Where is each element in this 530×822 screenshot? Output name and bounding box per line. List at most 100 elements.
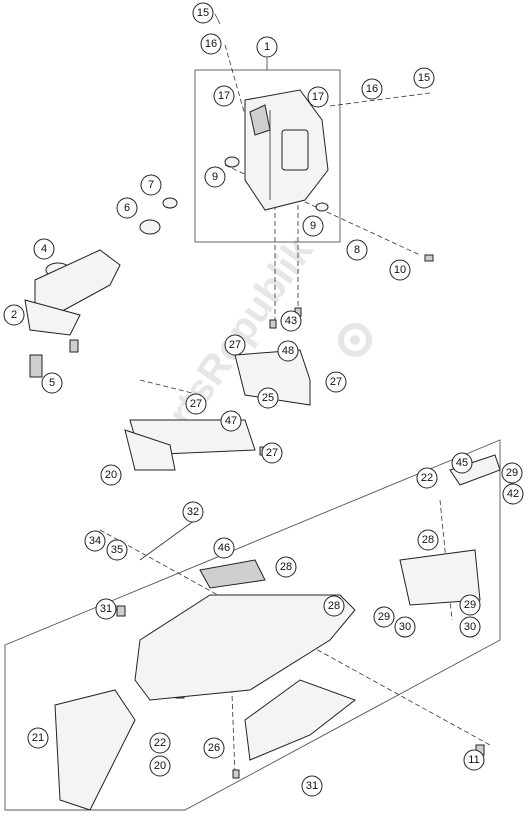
svg-text:27: 27 [330, 376, 342, 388]
svg-text:32: 32 [187, 506, 199, 518]
callout-29-right: 29 [459, 594, 481, 616]
callout-8: 8 [346, 239, 368, 261]
svg-text:34: 34 [89, 535, 101, 547]
svg-text:25: 25 [262, 392, 274, 404]
callout-1: 1 [256, 36, 278, 58]
callout-30-lower: 30 [394, 616, 416, 638]
svg-text:27: 27 [266, 447, 278, 459]
callout-27-b: 27 [325, 371, 347, 393]
callout-42: 42 [502, 483, 524, 505]
svg-text:11: 11 [468, 754, 479, 766]
callout-2: 2 [3, 304, 25, 326]
svg-text:5: 5 [49, 377, 55, 389]
intake-pipe [24, 249, 121, 378]
callout-47: 47 [220, 410, 242, 432]
callout-9-right: 9 [302, 215, 324, 237]
svg-text:9: 9 [310, 220, 316, 232]
svg-text:9: 9 [212, 171, 218, 183]
svg-text:7: 7 [148, 179, 154, 191]
svg-text:46: 46 [218, 542, 230, 554]
svg-text:28: 28 [328, 600, 340, 612]
fuel-pump-unit [244, 89, 329, 211]
svg-text:31: 31 [306, 780, 318, 792]
callout-28-middle: 28 [275, 556, 297, 578]
svg-text:35: 35 [111, 544, 123, 556]
callout-46: 46 [213, 537, 235, 559]
callout-4: 4 [33, 238, 55, 260]
svg-text:6: 6 [124, 202, 130, 214]
callout-34: 34 [84, 530, 106, 552]
callout-28-right: 28 [417, 529, 439, 551]
callout-43: 43 [280, 310, 302, 332]
callout-16-top: 16 [200, 33, 222, 55]
svg-text:29: 29 [506, 467, 518, 479]
callout-7: 7 [140, 174, 162, 196]
svg-text:4: 4 [41, 243, 47, 255]
svg-text:30: 30 [399, 621, 411, 633]
callout-22-right: 22 [416, 467, 438, 489]
callout-6: 6 [116, 197, 138, 219]
callout-25: 25 [257, 387, 279, 409]
callout-31-left: 31 [95, 598, 117, 620]
callout-30-right: 30 [459, 616, 481, 638]
side-holder [399, 454, 501, 606]
svg-text:29: 29 [378, 611, 390, 623]
callout-11: 11 [463, 749, 485, 771]
callout-5: 5 [41, 372, 63, 394]
svg-text:29: 29 [464, 599, 476, 611]
callout-9-left: 9 [204, 166, 226, 188]
svg-text:28: 28 [422, 534, 434, 546]
svg-text:26: 26 [208, 742, 220, 754]
callout-22-bottom: 22 [149, 732, 171, 754]
callout-29-top: 29 [501, 462, 523, 484]
svg-text:22: 22 [154, 737, 166, 749]
callout-20-top: 20 [100, 464, 122, 486]
svg-text:31: 31 [100, 603, 112, 615]
svg-text:22: 22 [421, 472, 433, 484]
callout-10: 10 [389, 259, 411, 281]
svg-text:17: 17 [312, 91, 324, 103]
callout-27-c: 27 [185, 393, 207, 415]
bracket-plates [124, 349, 311, 471]
callout-45: 45 [451, 452, 473, 474]
svg-text:17: 17 [218, 90, 230, 102]
svg-text:10: 10 [394, 264, 406, 276]
svg-text:15: 15 [197, 7, 209, 19]
svg-text:43: 43 [285, 315, 297, 327]
svg-text:20: 20 [105, 469, 117, 481]
watermark-gear-icon [338, 323, 372, 357]
callout-32: 32 [182, 501, 204, 523]
svg-text:21: 21 [32, 732, 44, 744]
callout-15-right: 15 [413, 67, 435, 89]
fuel-pump-group-frame [194, 69, 341, 243]
callout-16-right: 16 [361, 78, 383, 100]
svg-text:28: 28 [280, 561, 292, 573]
callout-48: 48 [277, 340, 299, 362]
callout-27-d: 27 [261, 442, 283, 464]
callout-27-a: 27 [224, 334, 246, 356]
svg-text:30: 30 [464, 621, 476, 633]
svg-text:42: 42 [507, 488, 519, 500]
svg-text:15: 15 [418, 72, 430, 84]
svg-text:27: 27 [190, 398, 202, 410]
callout-35: 35 [106, 539, 128, 561]
svg-text:1: 1 [264, 41, 270, 53]
callout-20-bottom: 20 [149, 755, 171, 777]
svg-text:20: 20 [154, 760, 166, 772]
svg-text:8: 8 [354, 244, 360, 256]
belly-pan [54, 559, 357, 811]
callout-28-lower: 28 [323, 595, 345, 617]
svg-text:2: 2 [11, 309, 17, 321]
callout-26: 26 [203, 737, 225, 759]
svg-text:47: 47 [225, 415, 237, 427]
svg-text:48: 48 [282, 345, 294, 357]
callout-21: 21 [27, 727, 49, 749]
callout-29-lower: 29 [373, 606, 395, 628]
svg-text:27: 27 [229, 339, 241, 351]
callout-17-left: 17 [213, 85, 235, 107]
svg-text:16: 16 [205, 38, 217, 50]
callout-15-top: 15 [192, 2, 214, 24]
callout-17-right: 17 [307, 86, 329, 108]
